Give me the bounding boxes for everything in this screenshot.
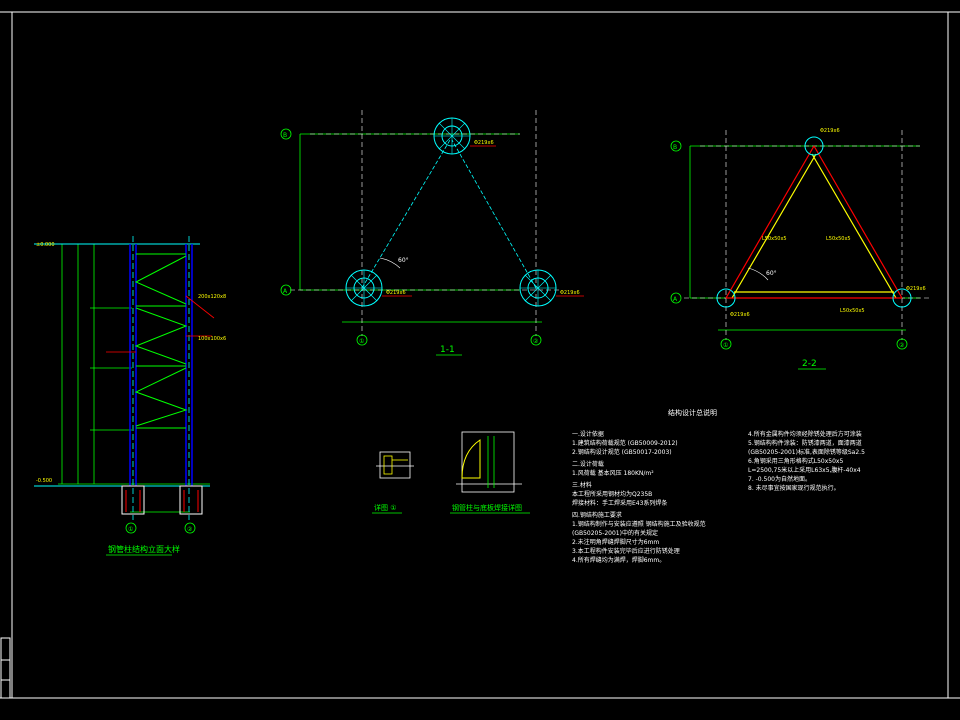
detail-b-view: 钢管柱与底板焊接详图 bbox=[450, 431, 530, 514]
note-line: 二.设计荷载 bbox=[572, 461, 604, 468]
axis-a-1: A bbox=[283, 288, 288, 295]
notes-left-column: 一.设计依据 1.建筑结构荷载规范 (GB50009-2012) 2.钢结构设计规范… bbox=[572, 430, 742, 565]
axis-a-2: A bbox=[673, 296, 678, 303]
axis-1-2: ① bbox=[723, 342, 728, 349]
svg-text:±0.000: ±0.000 bbox=[36, 242, 55, 248]
note-line: 6.角钢采用三角形格构式L50x50x5 bbox=[748, 458, 844, 465]
section-2-title: 2-2 bbox=[802, 359, 817, 369]
axis-2-2: ② bbox=[899, 342, 905, 349]
notes-title: 结构设计总说明 bbox=[668, 409, 717, 417]
detail-b-title: 钢管柱与底板焊接详图 bbox=[452, 503, 522, 512]
note-line: 2.钢结构设计规范 (GB50017-2003) bbox=[572, 449, 672, 456]
detail-a-title: 详图 ① bbox=[374, 503, 397, 512]
svg-text:-0.500: -0.500 bbox=[36, 478, 52, 484]
axis-b-2: B bbox=[673, 144, 677, 151]
svg-text:Φ219x6: Φ219x6 bbox=[474, 140, 494, 146]
svg-text:100x100x6: 100x100x6 bbox=[198, 336, 226, 342]
svg-text:Φ219x6: Φ219x6 bbox=[560, 290, 580, 296]
note-line: 8. 未尽事宜按国家现行规范执行。 bbox=[748, 485, 840, 492]
elevation-title: 钢管柱结构立面大样 bbox=[108, 544, 180, 554]
section-2-2-view: 60° Φ219x6 L50x50x5 L50x50x5 Φ219x6 L50x… bbox=[670, 128, 930, 370]
design-notes: 一.设计依据 1.建筑结构荷载规范 (GB50009-2012) 2.钢结构设计规范… bbox=[572, 430, 952, 630]
note-line: 1.钢结构制作与安装应遵照 钢结构施工及验收规范 bbox=[572, 521, 706, 528]
angle-label-1: 60° bbox=[398, 257, 409, 264]
drawing-frame bbox=[0, 11, 960, 699]
svg-text:Φ219x6: Φ219x6 bbox=[730, 312, 750, 318]
svg-text:Φ219x6: Φ219x6 bbox=[820, 128, 840, 134]
note-line: 5.钢结构构件涂装：防锈漆两道，面漆两道 bbox=[748, 440, 862, 447]
svg-text:Φ219x6: Φ219x6 bbox=[906, 286, 926, 292]
note-line: 焊接材料：手工焊采用E43系列焊条 bbox=[572, 500, 668, 507]
svg-text:L50x50x5: L50x50x5 bbox=[762, 236, 787, 242]
axis-label-1-elev: ① bbox=[128, 526, 133, 533]
section-1-title: 1-1 bbox=[440, 345, 455, 355]
notes-right-column: 4.所有金属构件均须经除锈处理后方可涂装 5.钢结构构件涂装：防锈漆两道，面漆两道… bbox=[748, 430, 948, 493]
note-line: 本工程所采用钢材均为Q235B bbox=[572, 491, 653, 498]
note-line: 7. -0.500为自然地面。 bbox=[748, 476, 811, 483]
svg-text:200x120x8: 200x120x8 bbox=[198, 294, 226, 300]
svg-text:L50x50x5: L50x50x5 bbox=[840, 308, 865, 314]
axis-b-1: B bbox=[283, 132, 287, 139]
note-line: L=2500,75米以上采用L63x5,腹杆-40x4 bbox=[748, 467, 861, 474]
note-line: 三.材料 bbox=[572, 482, 592, 489]
axis-2-1: ② bbox=[533, 338, 539, 345]
note-line: (GB50205-2001)标准,表面除锈等级Sa2.5 bbox=[748, 449, 865, 456]
angle-label-2: 60° bbox=[766, 270, 777, 277]
note-line: 1.建筑结构荷载规范 (GB50009-2012) bbox=[572, 440, 678, 447]
note-line: 4.所有焊缝均为满焊，焊脚6mm。 bbox=[572, 557, 666, 564]
axis-1-1: ① bbox=[359, 338, 364, 345]
note-line: (GB50205-2001)中的有关规定 bbox=[572, 530, 658, 537]
axis-label-2-elev: ② bbox=[187, 526, 193, 533]
note-line: 1.风荷载 基本风压 180KN/m² bbox=[572, 470, 654, 477]
detail-a-view: 详图 ① bbox=[372, 451, 414, 514]
note-line: 4.所有金属构件均须经除锈处理后方可涂装 bbox=[748, 431, 862, 438]
note-line: 2.未注明角焊缝焊脚尺寸为6mm bbox=[572, 539, 660, 546]
note-line: 3.本工程构件安装完毕后应进行防锈处理 bbox=[572, 548, 680, 555]
svg-text:L50x50x5: L50x50x5 bbox=[826, 236, 851, 242]
section-1-1-view: 60° Φ219x6 Φ219x6 Φ219x6 B A ① ② 1-1 bbox=[280, 110, 584, 356]
note-line: 一.设计依据 bbox=[572, 431, 604, 438]
note-line: 四.钢结构施工要求 bbox=[572, 512, 622, 519]
svg-text:Φ219x6: Φ219x6 bbox=[386, 290, 406, 296]
elevation-view: 200x120x8 100x100x6 ±0.000 -0.500 ① ② 钢管… bbox=[34, 236, 226, 556]
